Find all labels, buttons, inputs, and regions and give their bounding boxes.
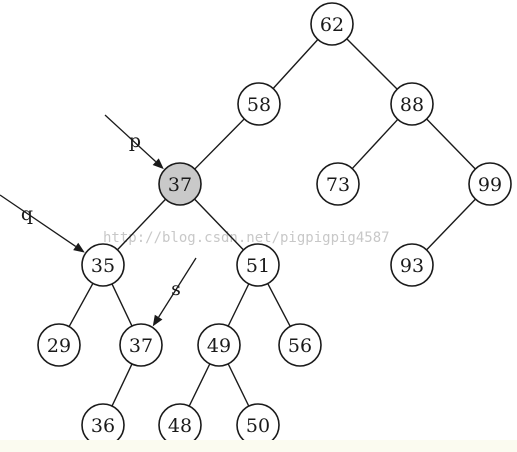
node-label: 35 — [91, 255, 115, 277]
edge-n35-n29 — [68, 283, 94, 327]
edge-n49-n48 — [188, 363, 211, 407]
node-circle — [37, 323, 81, 367]
node-label: 56 — [288, 335, 312, 357]
edge-n88-n73 — [351, 118, 399, 170]
node-circle — [119, 323, 163, 367]
edge-n62-n88 — [346, 38, 398, 90]
node-label: 49 — [207, 335, 231, 357]
node-label: 93 — [400, 255, 424, 277]
tree-node-n37b: 37 — [119, 323, 163, 367]
pointer-label: s — [171, 278, 181, 300]
tree-node-n88: 88 — [390, 82, 434, 126]
node-circle — [197, 323, 241, 367]
node-label: 50 — [246, 415, 270, 437]
edges-layer — [68, 38, 476, 407]
edge-n99-n93 — [426, 198, 476, 251]
node-circle — [236, 243, 280, 287]
tree-node-n99: 99 — [468, 162, 512, 206]
tree-node-n73: 73 — [316, 162, 360, 206]
pointer-arrow-head — [73, 242, 85, 253]
node-label: 73 — [326, 174, 350, 196]
node-label: 37 — [168, 174, 192, 196]
edge-n58-n37a — [194, 118, 245, 170]
node-circle — [468, 162, 512, 206]
node-circle — [237, 82, 281, 126]
tree-node-n62: 62 — [310, 2, 354, 46]
node-label: 29 — [47, 335, 71, 357]
tree-node-n37a: 37 — [158, 162, 202, 206]
tree-node-n29: 29 — [37, 323, 81, 367]
tree-node-n93: 93 — [390, 243, 434, 287]
pointer-arrow-head — [152, 158, 164, 170]
pointer-arrow-head — [152, 314, 163, 327]
edge-n49-n50 — [227, 363, 250, 407]
node-circle — [278, 323, 322, 367]
edge-n35-n37b — [111, 283, 133, 327]
node-label: 37 — [129, 335, 153, 357]
edge-n37a-n51 — [194, 198, 244, 251]
tree-node-n58: 58 — [237, 82, 281, 126]
tree-node-n36: 36 — [81, 403, 125, 447]
pointer-label: q — [21, 203, 33, 225]
tree-node-n56: 56 — [278, 323, 322, 367]
node-label: 99 — [478, 174, 502, 196]
node-label: 48 — [168, 415, 192, 437]
nodes-layer: 62 58 88 37 73 99 35 51 93 29 37 49 56 36 48 50 — [37, 2, 512, 447]
node-label: 62 — [320, 14, 344, 36]
tree-node-n50: 50 — [236, 403, 280, 447]
node-label: 36 — [91, 415, 115, 437]
edge-n37b-n36 — [111, 363, 133, 407]
edge-n88-n99 — [426, 118, 476, 170]
pointer-p: p — [104, 114, 164, 170]
pointer-q: q — [0, 194, 85, 253]
tree-node-n35: 35 — [81, 243, 125, 287]
node-circle — [316, 162, 360, 206]
edge-n62-n58 — [272, 39, 319, 89]
node-label: 51 — [246, 255, 270, 277]
tree-node-n49: 49 — [197, 323, 241, 367]
node-circle — [310, 2, 354, 46]
node-circle — [390, 82, 434, 126]
pointer-arrow-line — [158, 257, 197, 318]
edge-n51-n56 — [267, 283, 291, 327]
pointers-layer: p q s — [0, 114, 197, 327]
pointer-label: p — [129, 130, 141, 152]
node-circle — [390, 243, 434, 287]
bottom-strip — [0, 440, 517, 452]
node-label: 88 — [400, 94, 424, 116]
pointer-arrow-line — [0, 194, 77, 247]
node-label: 58 — [247, 94, 271, 116]
tree-node-n51: 51 — [236, 243, 280, 287]
edge-n51-n49 — [227, 283, 250, 327]
node-circle — [81, 243, 125, 287]
pointer-s: s — [152, 257, 197, 327]
node-circle — [158, 162, 202, 206]
edge-n37a-n35 — [116, 198, 167, 251]
pointer-arrow-line — [104, 114, 157, 163]
watermark-text: http://blog.csdn.net/pigpigpig4587 — [103, 230, 390, 246]
